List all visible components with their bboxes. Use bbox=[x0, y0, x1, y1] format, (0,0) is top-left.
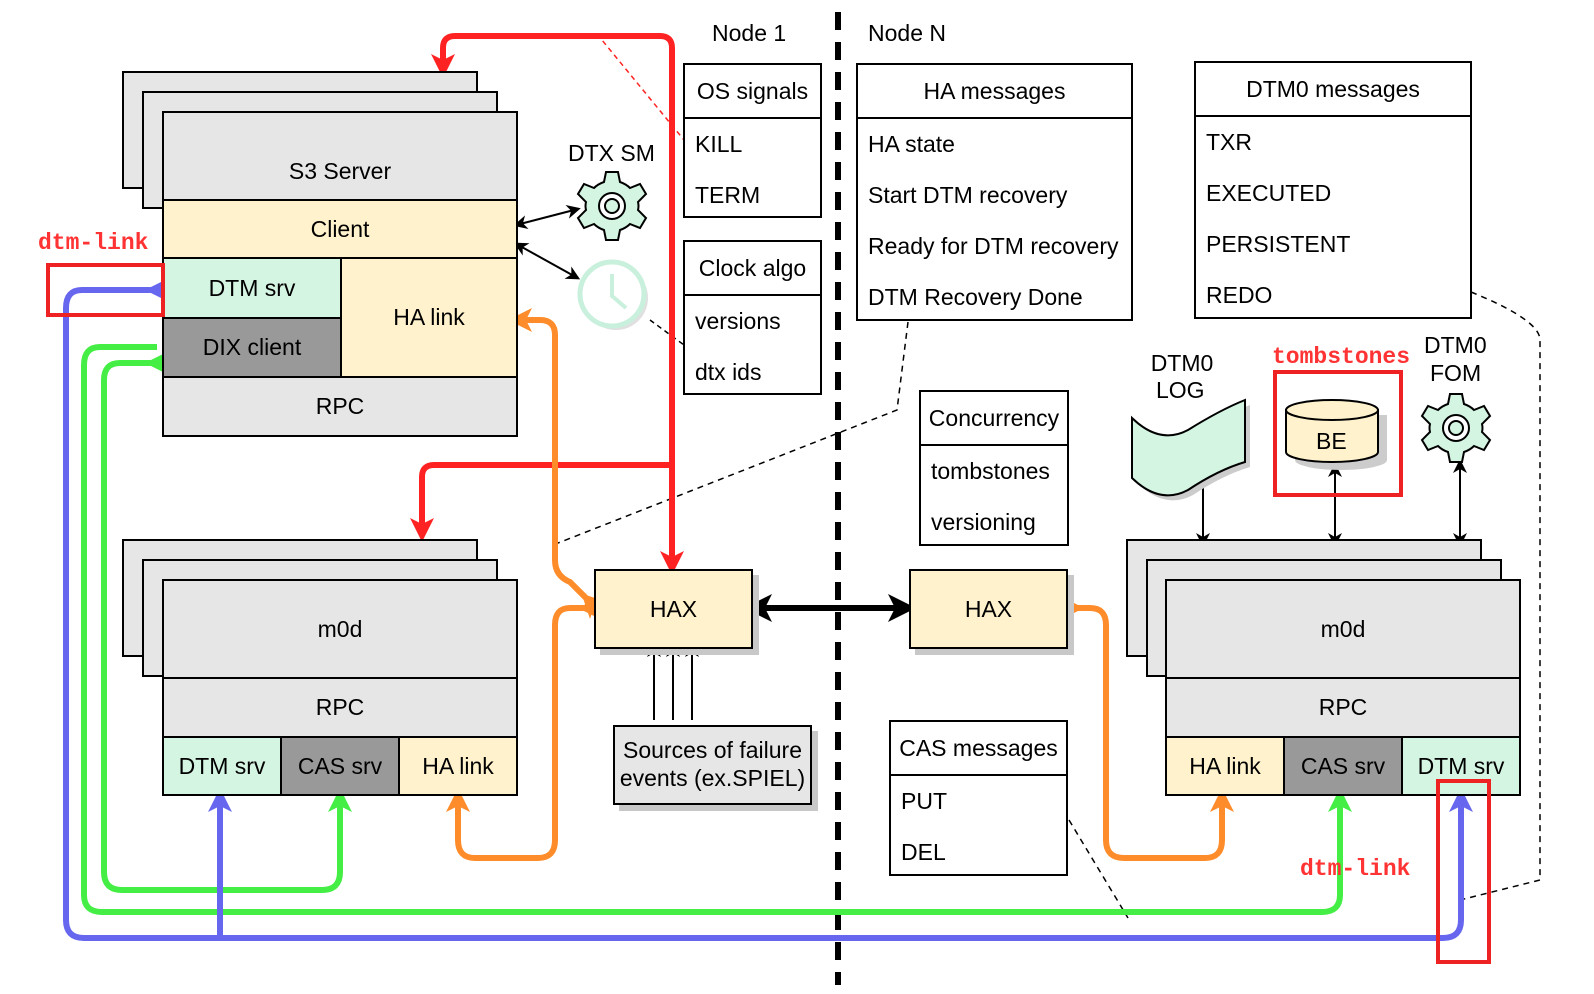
os-signal-item: TERM bbox=[695, 182, 761, 208]
m0d-left-cas-srv: CAS srv bbox=[280, 736, 400, 796]
os-signal-item: KILL bbox=[695, 131, 743, 157]
dtm-link-annotation-right: dtm-link bbox=[1300, 856, 1411, 882]
os-signals-title: OS signals bbox=[685, 65, 820, 119]
node-n-title: Node N bbox=[868, 20, 946, 46]
cas-messages-list: CAS messages PUT DEL bbox=[889, 720, 1068, 876]
m0d-right-cas-srv: CAS srv bbox=[1283, 736, 1403, 796]
ha-message-item: Ready for DTM recovery bbox=[868, 233, 1119, 259]
clock-algo-item: dtx ids bbox=[695, 359, 762, 385]
ha-message-item: Start DTM recovery bbox=[868, 182, 1068, 208]
hax-node-n: HAX bbox=[909, 569, 1068, 649]
dtm0-messages-title: DTM0 messages bbox=[1196, 63, 1470, 117]
m0d-left-rpc: RPC bbox=[162, 677, 518, 738]
failure-sources-box: Sources of failure events (ex.SPIEL) bbox=[613, 725, 812, 805]
concurrency-item: versioning bbox=[931, 509, 1036, 535]
red-arrow-hax-to-m0d bbox=[410, 462, 672, 542]
dtm0-log-label-2: LOG bbox=[1156, 377, 1205, 403]
callout-line-clock bbox=[649, 319, 685, 346]
concurrency-title: Concurrency bbox=[921, 392, 1067, 446]
dtm0-message-item: EXECUTED bbox=[1206, 180, 1332, 206]
failure-sources-line-2: events (ex.SPIEL) bbox=[619, 765, 806, 791]
orange-arrow-s3-ha-link bbox=[508, 308, 607, 619]
log-wave-icon bbox=[1131, 398, 1246, 497]
m0d-left-dtm-srv: DTM srv bbox=[162, 736, 282, 796]
clock-algo-list: Clock algo versions dtx ids bbox=[683, 240, 822, 395]
ha-message-item: DTM Recovery Done bbox=[868, 284, 1083, 310]
s3-ha-link: HA link bbox=[340, 257, 518, 378]
dtm0-log-label-1: DTM0 bbox=[1150, 350, 1214, 376]
m0d-right-title: m0d bbox=[1165, 579, 1521, 679]
clock-icon bbox=[577, 259, 648, 330]
red-arrow-hax-to-s3 bbox=[431, 33, 675, 565]
ha-messages-list: HA messages HA state Start DTM recovery … bbox=[856, 63, 1133, 321]
green-arrow-dix-to-cas-left bbox=[101, 351, 352, 893]
concurrency-item: tombstones bbox=[931, 458, 1050, 484]
m0d-left-ha-link: HA link bbox=[398, 736, 518, 796]
hax-node-1: HAX bbox=[594, 569, 753, 649]
dtm0-messages-list: DTM0 messages TXR EXECUTED PERSISTENT RE… bbox=[1194, 61, 1472, 319]
gear-icon bbox=[576, 171, 648, 241]
callout-line-cas-messages bbox=[1068, 819, 1129, 919]
dtm0-message-item: TXR bbox=[1206, 129, 1252, 155]
s3-server-title: S3 Server bbox=[162, 111, 518, 201]
os-signals-list: OS signals KILL TERM bbox=[683, 63, 822, 218]
m0d-right-ha-link: HA link bbox=[1165, 736, 1285, 796]
node-1-title: Node 1 bbox=[712, 20, 787, 46]
be-label: BE bbox=[1316, 428, 1347, 454]
tombstones-highlight bbox=[1273, 370, 1403, 497]
dtm-link-highlight-right bbox=[1436, 779, 1491, 964]
tombstones-annotation: tombstones bbox=[1272, 344, 1411, 370]
cas-messages-title: CAS messages bbox=[891, 722, 1066, 776]
ha-message-item: HA state bbox=[868, 131, 955, 157]
dtm-link-highlight-left bbox=[46, 263, 165, 317]
callout-line-os-signals bbox=[596, 33, 685, 141]
m0d-right-dtm-srv: DTM srv bbox=[1401, 736, 1521, 796]
cas-message-item: DEL bbox=[901, 839, 946, 865]
ha-messages-title: HA messages bbox=[858, 65, 1131, 119]
s3-dtm-srv: DTM srv bbox=[162, 257, 342, 319]
dtx-sm-label: DTX SM bbox=[568, 140, 655, 166]
cas-message-item: PUT bbox=[901, 788, 947, 814]
gear-icon bbox=[1420, 393, 1492, 463]
dtm0-fom-label-1: DTM0 bbox=[1424, 332, 1487, 358]
clock-algo-title: Clock algo bbox=[685, 242, 820, 296]
s3-dix-client: DIX client bbox=[162, 317, 342, 378]
failure-sources-line-1: Sources of failure bbox=[623, 737, 802, 764]
concurrency-list: Concurrency tombstones versioning bbox=[919, 390, 1069, 546]
dtm0-message-item: REDO bbox=[1206, 282, 1273, 308]
s3-client-block: Client bbox=[162, 199, 518, 259]
dtm0-message-item: PERSISTENT bbox=[1206, 231, 1351, 257]
green-arrow-dix-to-cas-right bbox=[81, 344, 1352, 915]
dtm0-fom-label-2: FOM bbox=[1430, 360, 1482, 386]
blue-arrow-dtm-link-right bbox=[63, 278, 1473, 941]
m0d-right-rpc: RPC bbox=[1165, 677, 1521, 738]
s3-rpc: RPC bbox=[162, 376, 518, 437]
m0d-left-title: m0d bbox=[162, 579, 518, 679]
database-icon bbox=[1285, 399, 1387, 470]
clock-algo-item: versions bbox=[695, 308, 781, 334]
black-arrow-client-dtx bbox=[513, 204, 581, 230]
dtm-link-annotation-left: dtm-link bbox=[38, 230, 149, 256]
black-arrow-client-clock bbox=[513, 242, 581, 280]
